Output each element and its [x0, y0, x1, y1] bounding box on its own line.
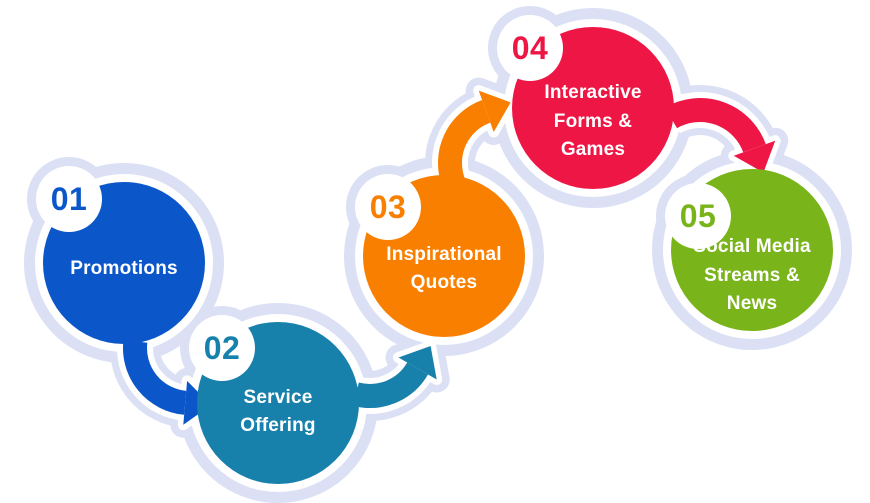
arrow-03-to-04 — [438, 100, 491, 186]
step-badge-05: 05 — [665, 183, 731, 249]
step-label-interactive-forms-games: Interactive Forms & Games — [544, 82, 642, 161]
step-badge-04: 04 — [497, 15, 563, 81]
arrow-04-to-05-head — [733, 140, 776, 173]
step-label-promotions: Promotions — [70, 257, 178, 279]
step-badge-02: 02 — [189, 315, 255, 381]
step-label-social-media-streams-news: Social Media Streams & News — [693, 236, 811, 315]
arrow-layer — [123, 90, 776, 425]
step-number-02: 02 — [203, 330, 241, 366]
step-number-05: 05 — [679, 198, 717, 234]
step-number-01: 01 — [50, 181, 88, 217]
arrow-04-to-05 — [665, 98, 766, 153]
arrow-01-to-02 — [123, 339, 187, 415]
step-badge-01: 01 — [36, 166, 102, 232]
step-label-inspirational-quotes: Inspirational Quotes — [386, 243, 502, 294]
arrow-03-to-04-head — [478, 90, 511, 132]
step-label-service-offering: Service Offering — [240, 386, 316, 437]
step-number-04: 04 — [511, 30, 549, 66]
arrow-02-to-03-head — [398, 346, 437, 380]
step-number-03: 03 — [369, 189, 407, 225]
step-badge-03: 03 — [355, 174, 421, 240]
arrow-02-to-03 — [352, 361, 428, 408]
